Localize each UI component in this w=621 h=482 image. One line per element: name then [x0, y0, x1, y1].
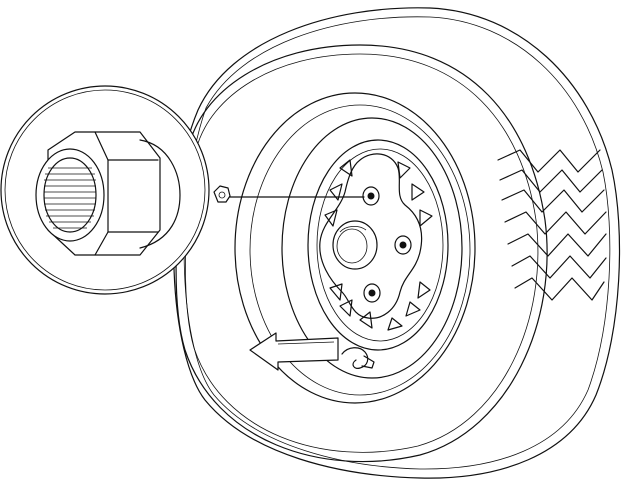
tire-sidewall-edge-2 — [185, 53, 539, 453]
arrow-left-icon — [249, 332, 339, 371]
rim-barrel — [281, 117, 463, 379]
tire — [173, 7, 621, 479]
rim-disc-outer — [307, 139, 449, 351]
wheel-rim — [234, 92, 476, 404]
wheel-lock-key-drawing — [341, 347, 375, 369]
tire-outer-contour-2 — [183, 16, 611, 470]
tread-pattern — [497, 149, 607, 301]
lug-nut-drawing — [35, 131, 181, 256]
lug-nut-detail — [0, 85, 210, 295]
tire-sidewall-edge — [175, 44, 548, 463]
lock-nut-small — [213, 185, 231, 203]
rim-outer-flange — [234, 92, 476, 404]
detail-circle-inner — [4, 89, 206, 291]
rim-disc-inner — [316, 148, 444, 342]
lug-nut-bottom — [363, 283, 381, 303]
rim-outer-flange-2 — [249, 104, 471, 396]
tire-outer-contour — [173, 7, 621, 479]
lug-nut-top — [362, 186, 380, 206]
rim-vents — [324, 159, 433, 331]
rim-hub-plate — [319, 153, 423, 319]
hub-center-bore — [332, 220, 378, 270]
thread-lines — [44, 167, 96, 229]
lug-nut-right — [394, 235, 412, 255]
